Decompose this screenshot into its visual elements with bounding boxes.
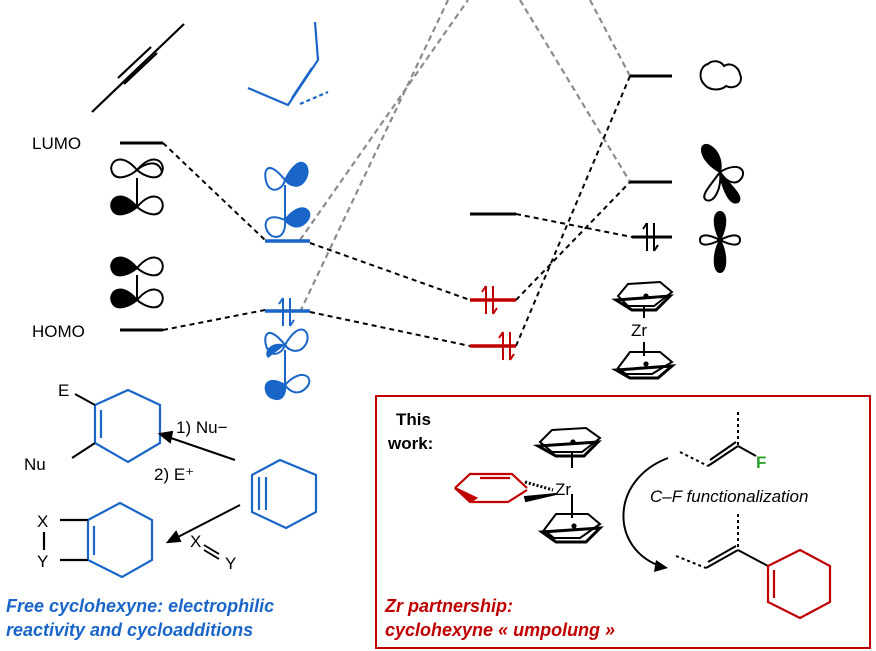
e-bond bbox=[74, 393, 96, 406]
left-caption-line2: reactivity and cycloadditions bbox=[6, 620, 253, 640]
red-cyclohexyne bbox=[454, 472, 528, 504]
zr-label-right: Zr bbox=[631, 321, 647, 340]
zr-s-orbital bbox=[699, 60, 742, 91]
zirconocene-right bbox=[610, 280, 677, 380]
product-alkene bbox=[675, 514, 769, 569]
zirconocene-box bbox=[523, 426, 604, 544]
lumo-orbital-lobes bbox=[110, 158, 164, 216]
xy-double-bond bbox=[203, 544, 220, 560]
e-atom: E bbox=[58, 381, 69, 400]
box-caption-line2: cyclohexyne « umpolung » bbox=[385, 620, 615, 640]
cf-arrow-head bbox=[654, 560, 668, 572]
left-caption-line1: Free cyclohexyne: electrophilic bbox=[6, 596, 274, 616]
e-nu-cyclohexene bbox=[93, 388, 162, 464]
cf-curved-arrow bbox=[622, 457, 669, 567]
bent-alkyne bbox=[247, 21, 329, 107]
zr-low-electrons bbox=[642, 222, 659, 252]
blue-homo-orbital bbox=[264, 328, 311, 400]
this-work-box bbox=[375, 395, 871, 649]
zr-d-orbital-low bbox=[698, 210, 742, 274]
homo-label: HOMO bbox=[32, 322, 85, 341]
black-correlation-lines bbox=[162, 75, 633, 347]
xy-x: X bbox=[190, 532, 201, 551]
cf-label: C–F functionalization bbox=[650, 487, 808, 506]
free-cyclohexyne bbox=[250, 458, 318, 530]
zr-d-orbital-mid bbox=[701, 143, 745, 204]
cycloadduct bbox=[42, 501, 154, 579]
step1-label: 1) Nu− bbox=[176, 418, 228, 437]
this-work-line1: This bbox=[396, 410, 431, 429]
grey-correlation-lines bbox=[299, 0, 631, 313]
linear-alkyne bbox=[91, 23, 185, 113]
xy-y: Y bbox=[225, 554, 236, 573]
zr-label-box: Zr bbox=[555, 480, 571, 499]
cycloadduct-y: Y bbox=[37, 552, 48, 571]
blue-homo-electrons bbox=[278, 297, 295, 327]
nu-bond bbox=[71, 442, 96, 459]
blue-lumo-orbital bbox=[264, 161, 311, 238]
box-caption-line1: Zr partnership: bbox=[384, 596, 513, 616]
fluoroalkene bbox=[679, 412, 757, 467]
homo-orbital-lobes bbox=[110, 256, 164, 309]
this-work-line2: work: bbox=[387, 434, 433, 453]
nu-e-arrow bbox=[157, 430, 236, 461]
nu-atom: Nu bbox=[24, 455, 46, 474]
cycloadduct-x: X bbox=[37, 512, 48, 531]
red-electrons bbox=[481, 285, 515, 361]
cycloaddition-arrow bbox=[165, 504, 241, 544]
product-cyclohexene bbox=[766, 548, 832, 620]
step2-label: 2) E⁺ bbox=[154, 465, 194, 484]
fluorine-atom: F bbox=[756, 453, 766, 472]
lumo-label: LUMO bbox=[32, 134, 81, 153]
